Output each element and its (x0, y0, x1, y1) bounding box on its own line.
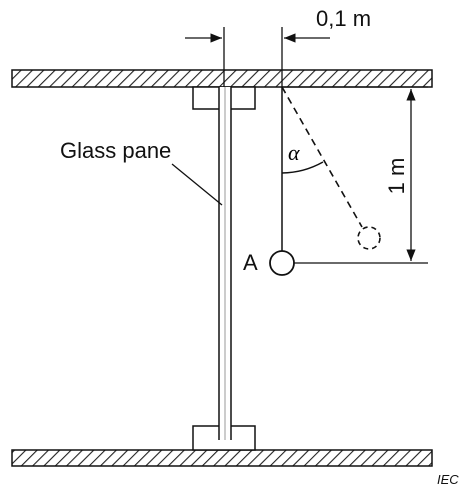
top-frame (11, 69, 433, 88)
swung-pendulum (281, 86, 381, 250)
point-a-label: A (243, 250, 258, 275)
angle-indicator: α (281, 140, 324, 174)
bottom-frame (11, 449, 433, 467)
swung-bob (357, 226, 381, 250)
iec-credit: IEC (437, 472, 459, 487)
horizontal-distance-label: 0,1 m (316, 6, 371, 31)
angle-label: α (288, 140, 300, 165)
vertical-dimension: 1 m (282, 86, 428, 264)
glass-pane-label: Glass pane (60, 138, 171, 163)
pendulum (269, 87, 295, 276)
pendulum-bob (269, 250, 295, 276)
horizontal-dimension: 0,1 m (185, 6, 371, 87)
vertical-distance-label: 1 m (384, 158, 409, 195)
glass-pane-callout: Glass pane (60, 138, 223, 206)
glass-pane (218, 87, 232, 440)
